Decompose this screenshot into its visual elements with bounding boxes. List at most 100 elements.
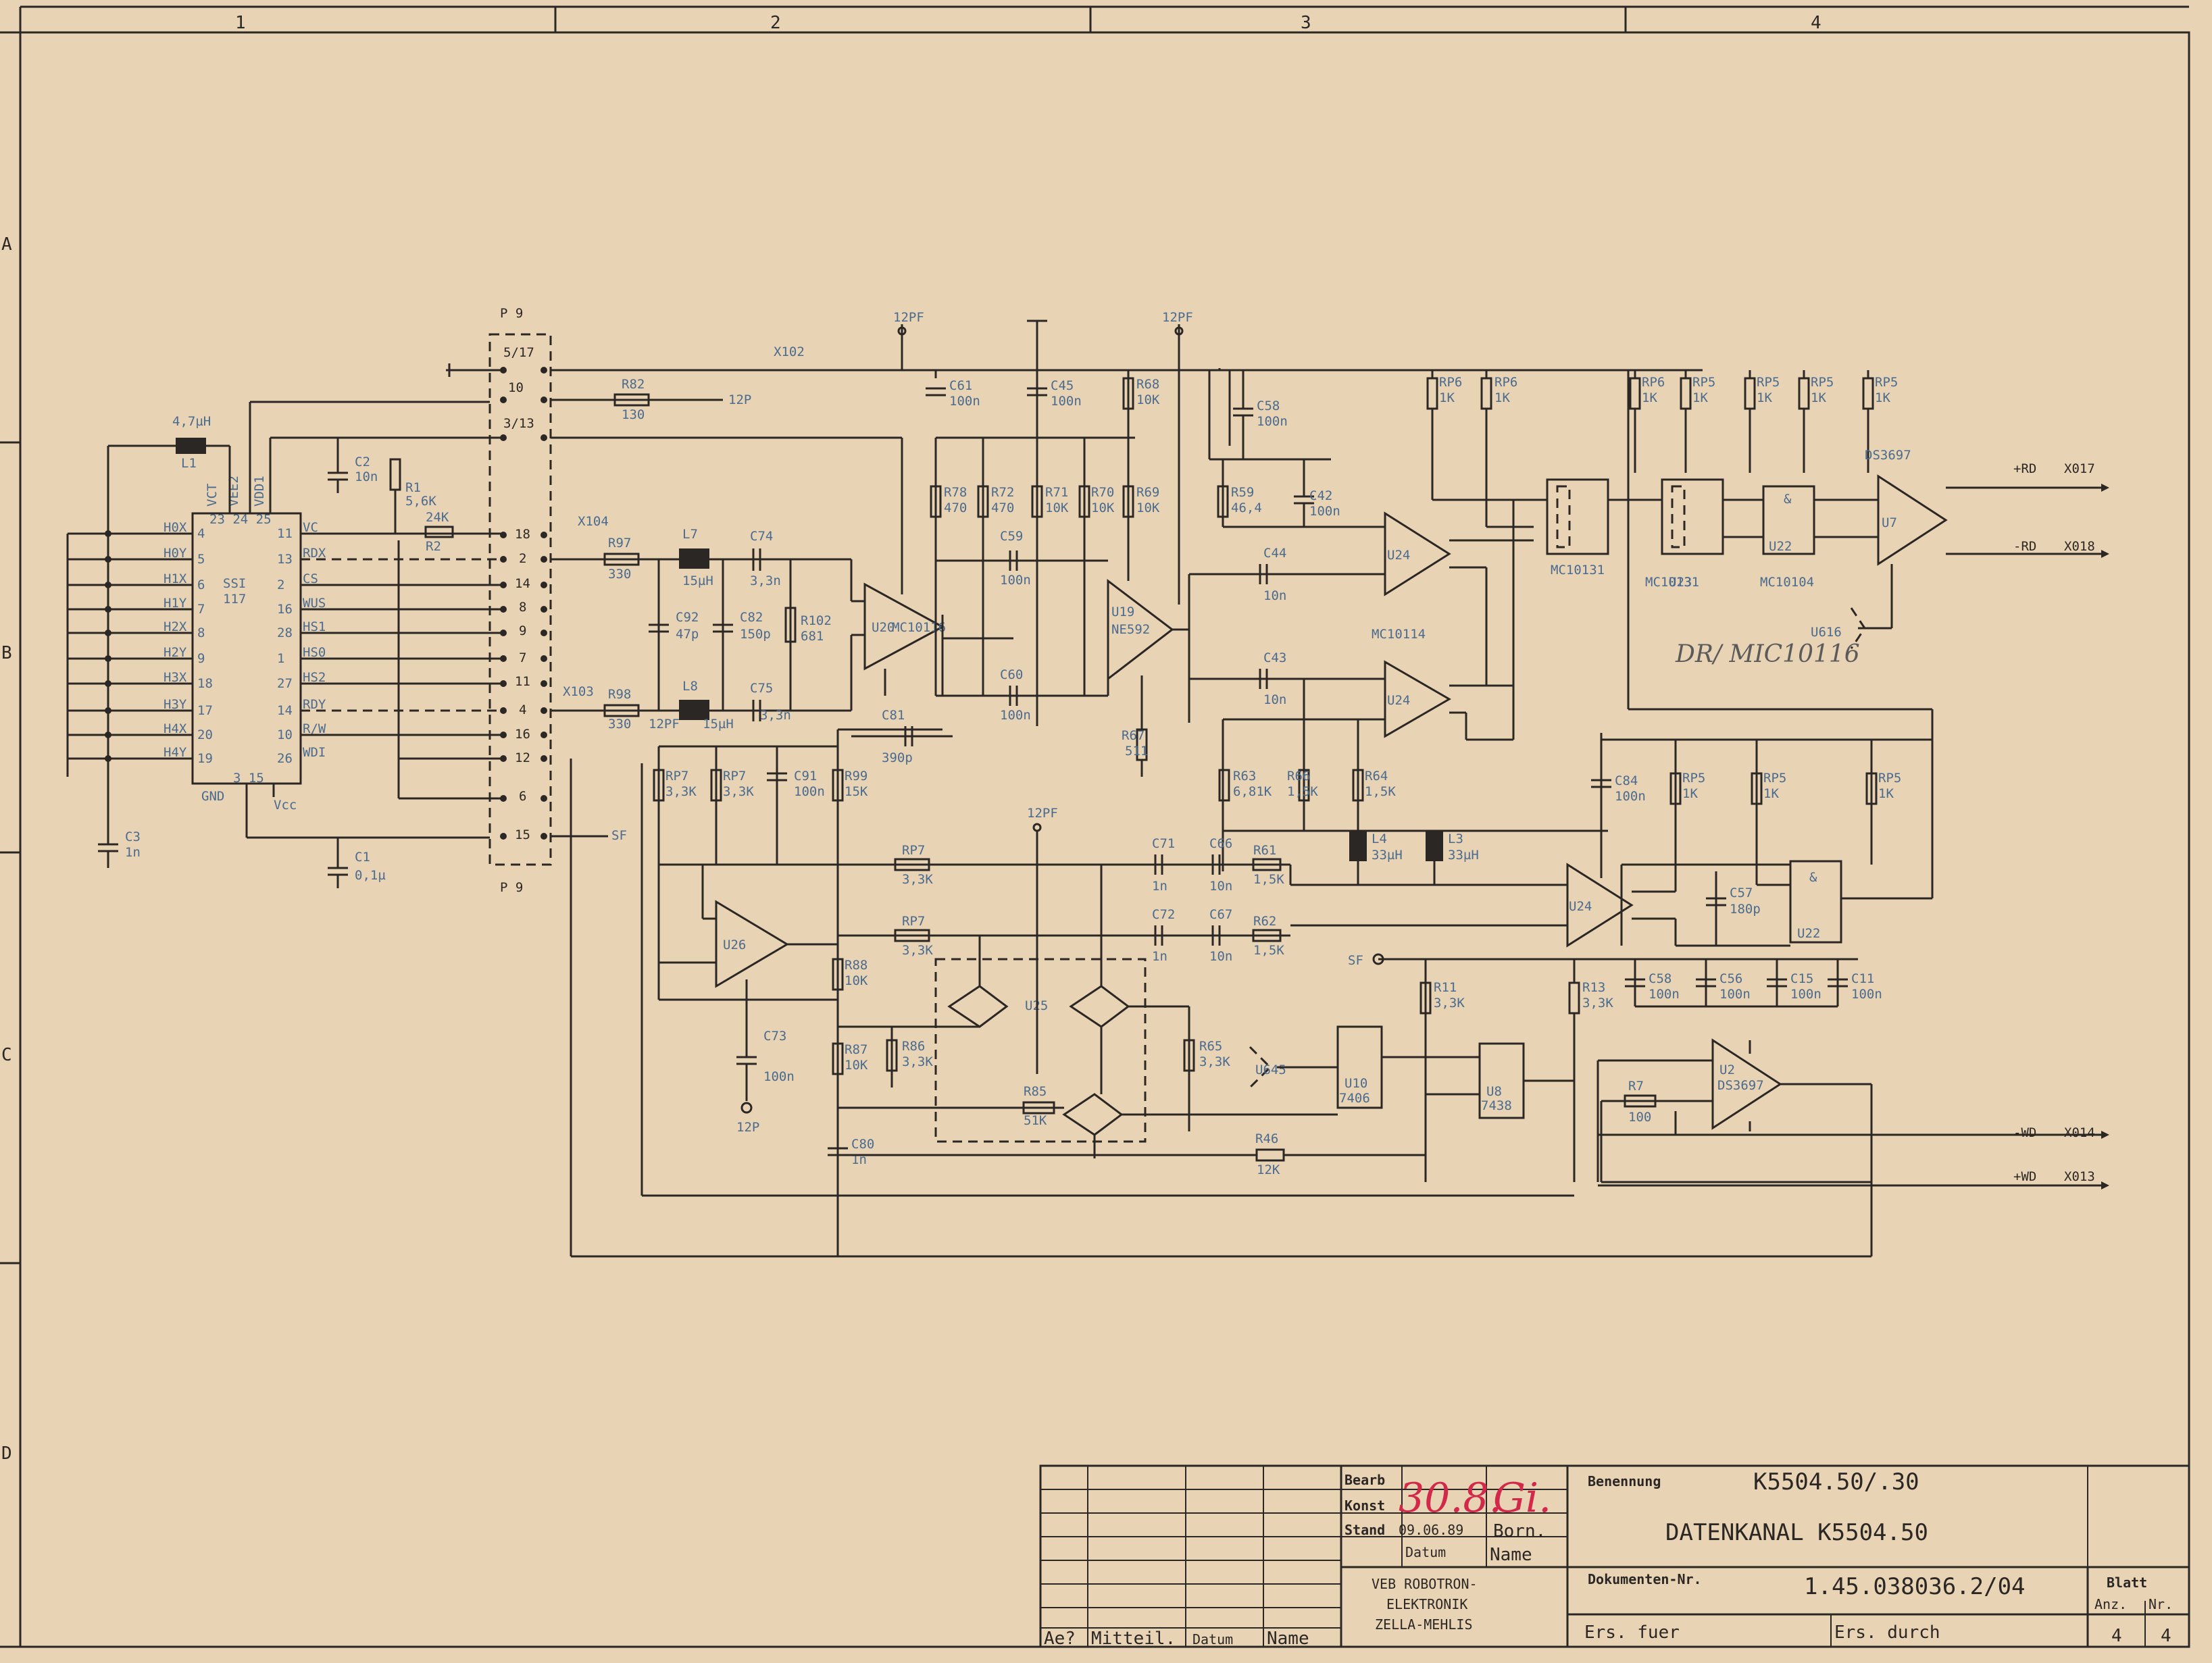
ssi-pin-label: H3Y bbox=[164, 697, 187, 712]
ssi-pin-number: 11 bbox=[277, 526, 293, 541]
r11-value: 3,3K bbox=[1434, 996, 1465, 1010]
c66-value: 10n bbox=[1209, 879, 1232, 894]
l8-value: 15µH bbox=[703, 717, 734, 732]
power-12pf-u19: 12PF bbox=[1162, 310, 1193, 325]
ssi-pin-label: RDX bbox=[303, 546, 326, 561]
p9-pin: 9 bbox=[519, 623, 526, 638]
l3-value: 33µH bbox=[1448, 848, 1479, 863]
rp7-d-label: RP7 bbox=[902, 914, 925, 929]
c43-label: C43 bbox=[1263, 650, 1286, 665]
out-rd-minus: -RD bbox=[2013, 539, 2036, 554]
rp6-a-value: 1K bbox=[1439, 390, 1455, 405]
c91-label: C91 bbox=[794, 769, 817, 784]
r68-value: 10K bbox=[1136, 392, 1160, 407]
power-12pf-u20: 12PF bbox=[893, 310, 924, 325]
p9-pin: 8 bbox=[519, 600, 526, 615]
ic-ssi-part: 117 bbox=[223, 592, 246, 607]
c42-value: 100n bbox=[1309, 504, 1340, 519]
u26-label: U26 bbox=[723, 938, 746, 952]
u22-lower-gate-symbol: & bbox=[1809, 870, 1817, 885]
tb-company-1: VEB ROBOTRON- bbox=[1372, 1576, 1478, 1592]
rp5-d-label: RP5 bbox=[1763, 771, 1786, 786]
rp-value: 1K bbox=[1642, 390, 1657, 405]
ssi-pin-label: H0X bbox=[164, 520, 187, 535]
u10-part: 7406 bbox=[1339, 1091, 1370, 1106]
tb-nr-label: Nr. bbox=[2148, 1596, 2173, 1612]
u8-part: 7438 bbox=[1481, 1098, 1512, 1113]
ssi-pin-number: 13 bbox=[277, 552, 293, 567]
r78-label: R78 bbox=[944, 485, 967, 500]
rp-label: RP5 bbox=[1811, 375, 1834, 390]
c84-value: 100n bbox=[1615, 789, 1646, 804]
c71-label: C71 bbox=[1152, 836, 1175, 851]
rp-resistor bbox=[1798, 377, 1810, 410]
ssi-pin-label: H4X bbox=[164, 721, 187, 736]
rp5-e-value: 1K bbox=[1878, 786, 1894, 801]
ssi-pin-number: 18 bbox=[197, 676, 213, 691]
u7-part: DS3697 bbox=[1865, 448, 1911, 463]
u24-upper-label: U24 bbox=[1387, 548, 1410, 563]
transmit-path: RP7 3,3K RP7 3,3K C91 100n R99 15K RP7 3… bbox=[551, 679, 2109, 1258]
r70-label: R70 bbox=[1091, 485, 1114, 500]
row-label-c: C bbox=[1, 1045, 12, 1065]
r102-value: 681 bbox=[801, 629, 824, 644]
tb-bearb: Bearb bbox=[1344, 1472, 1385, 1488]
ssi-pin-number: 26 bbox=[277, 751, 293, 766]
p9-pin: 15 bbox=[515, 827, 530, 842]
r82-value: 130 bbox=[622, 407, 645, 422]
rp-resistor bbox=[1744, 377, 1756, 410]
u2-label: U2 bbox=[1719, 1063, 1735, 1077]
p9-pin: 4 bbox=[519, 702, 526, 717]
out-wd-plus: +WD bbox=[2013, 1169, 2036, 1184]
r63-label: R63 bbox=[1233, 769, 1256, 784]
r71-label: R71 bbox=[1045, 485, 1068, 500]
rp5-e-label: RP5 bbox=[1878, 771, 1901, 786]
ic-ssi-top-label: VEE2 bbox=[226, 476, 241, 507]
r64-value: 1,5K bbox=[1365, 784, 1396, 799]
rev-col-datum: Datum bbox=[1192, 1631, 1233, 1647]
c81-value: 390p bbox=[882, 750, 913, 765]
r67-value: 511 bbox=[1125, 744, 1148, 759]
rp-resistor bbox=[1862, 377, 1874, 410]
r46-label: R46 bbox=[1255, 1131, 1278, 1146]
r64-label: R64 bbox=[1365, 769, 1388, 784]
l1-value: 4,7µH bbox=[172, 414, 211, 429]
r85-value: 51K bbox=[1024, 1113, 1047, 1128]
r78-value: 470 bbox=[944, 501, 967, 515]
r88-label: R88 bbox=[845, 958, 868, 973]
ssi-pin-number: 16 bbox=[277, 602, 293, 617]
c80-label: C80 bbox=[851, 1137, 874, 1152]
net-sf: SF bbox=[1348, 953, 1363, 968]
c67-value: 10n bbox=[1209, 949, 1232, 964]
r68-label: R68 bbox=[1136, 377, 1159, 392]
ssi-pin-number: 9 bbox=[197, 651, 205, 666]
ssi-pin-label: H4Y bbox=[164, 745, 187, 760]
c58b-label: C58 bbox=[1649, 971, 1671, 986]
ssi-pin-number: 14 bbox=[277, 703, 293, 718]
r97-label: R97 bbox=[608, 536, 631, 551]
r85-label: R85 bbox=[1024, 1084, 1047, 1099]
r97-value: 330 bbox=[608, 567, 631, 582]
c3-value: 1n bbox=[125, 845, 141, 860]
r7-label: R7 bbox=[1628, 1079, 1644, 1094]
rp-label: RP5 bbox=[1875, 375, 1898, 390]
c66-label: C66 bbox=[1209, 836, 1232, 851]
col-label-4: 4 bbox=[1811, 13, 1821, 33]
ic-ssi-name: SSI bbox=[223, 576, 246, 591]
l8-label: L8 bbox=[682, 679, 698, 694]
c11-value: 100n bbox=[1851, 987, 1882, 1002]
ssi-pin-label: RDY bbox=[303, 697, 326, 712]
c57-value: 180p bbox=[1730, 902, 1761, 917]
c44-label: C44 bbox=[1263, 546, 1286, 561]
ssi-pin-label: WUS bbox=[303, 596, 326, 611]
u24-part: MC10114 bbox=[1372, 627, 1426, 642]
ic-ssi-top-pins: 23 24 25 bbox=[209, 512, 272, 527]
c45-value: 100n bbox=[1051, 394, 1082, 409]
rp7-c-value: 3,3K bbox=[902, 872, 933, 887]
rp7-a-label: RP7 bbox=[665, 769, 688, 784]
tb-company-3: ZELLA-MEHLIS bbox=[1375, 1616, 1473, 1633]
rp-label: RP5 bbox=[1692, 375, 1715, 390]
rp7-d-value: 3,3K bbox=[902, 943, 933, 958]
tb-blatt-label: Blatt bbox=[2107, 1575, 2147, 1591]
l7-value: 15µH bbox=[682, 573, 713, 588]
